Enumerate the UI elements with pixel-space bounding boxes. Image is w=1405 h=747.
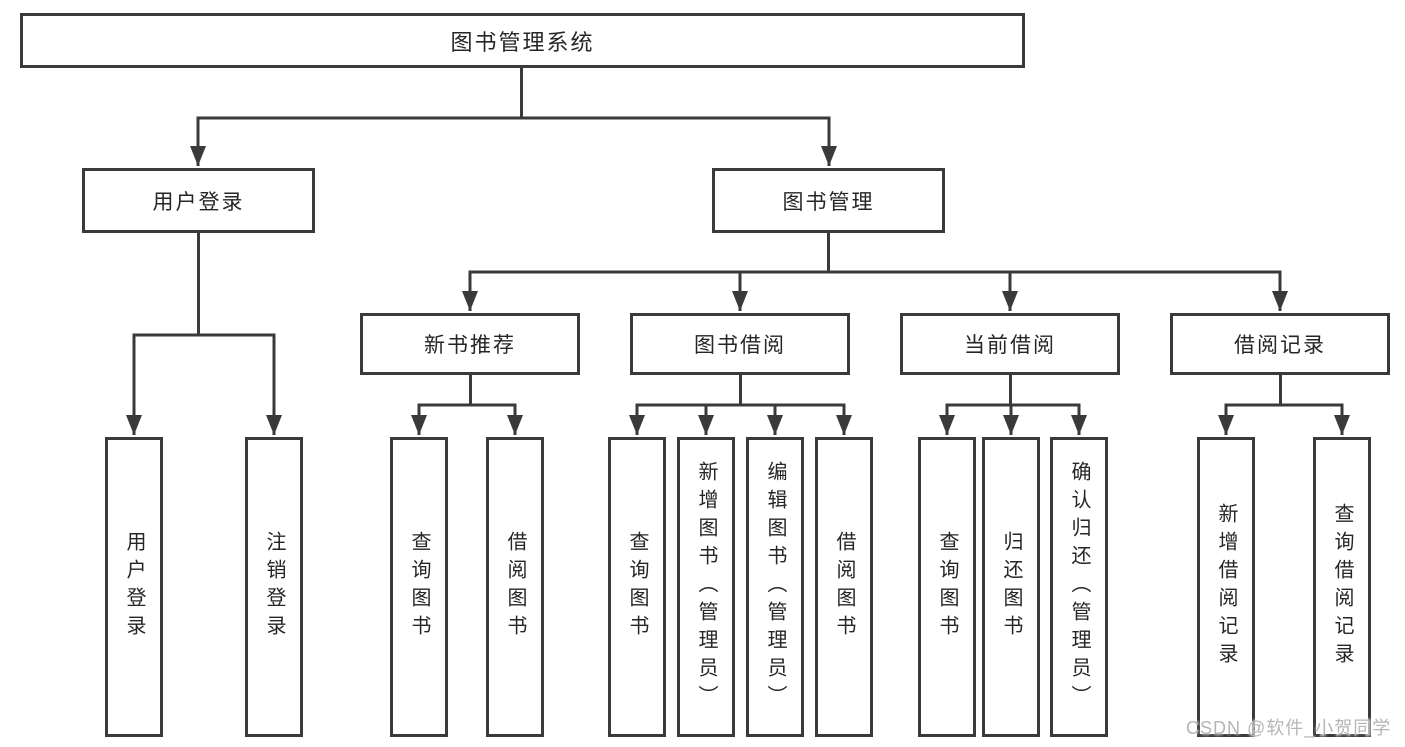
leaf-return-book: 归还图书 (982, 437, 1040, 737)
leaf-query-books-recommend: 查询图书 (390, 437, 448, 737)
leaf-query-books-current: 查询图书 (918, 437, 976, 737)
node-book-borrowing: 图书借阅 (630, 313, 850, 375)
node-book-management: 图书管理 (712, 168, 945, 233)
node-user-login: 用户登录 (82, 168, 315, 233)
leaf-query-borrow-record: 查询借阅记录 (1313, 437, 1371, 737)
leaf-logout: 注销登录 (245, 437, 303, 737)
leaf-add-borrow-record: 新增借阅记录 (1197, 437, 1255, 737)
node-new-book-recommend: 新书推荐 (360, 313, 580, 375)
leaf-edit-book-admin: 编辑图书（管理员） (746, 437, 804, 737)
leaf-query-books-borrowing: 查询图书 (608, 437, 666, 737)
leaf-borrow-books: 借阅图书 (815, 437, 873, 737)
node-current-borrowing: 当前借阅 (900, 313, 1120, 375)
node-borrowing-records: 借阅记录 (1170, 313, 1390, 375)
node-library-system: 图书管理系统 (20, 13, 1025, 68)
leaf-add-book-admin: 新增图书（管理员） (677, 437, 735, 737)
leaf-borrow-books-recommend: 借阅图书 (486, 437, 544, 737)
leaf-user-login: 用户登录 (105, 437, 163, 737)
csdn-watermark: CSDN @软件_小贺同学 (1186, 718, 1392, 738)
leaf-confirm-return-admin: 确认归还（管理员） (1050, 437, 1108, 737)
